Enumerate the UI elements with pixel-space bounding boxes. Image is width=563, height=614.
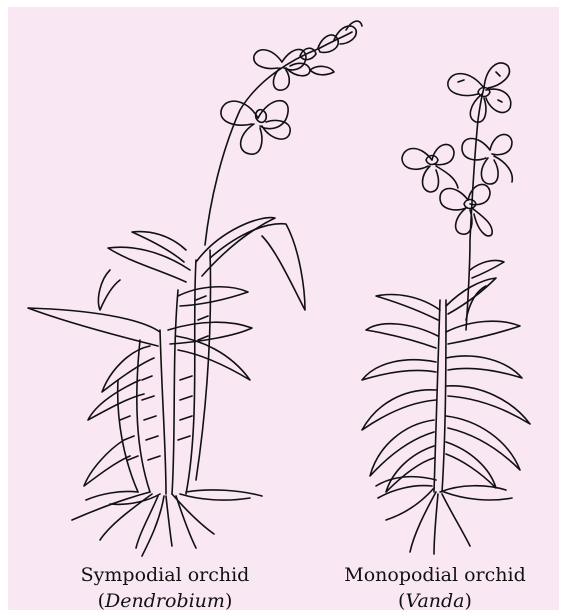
monopodial-name: Monopodial orchid (320, 562, 550, 588)
monopodial-genus-line: (Vanda) (320, 588, 550, 614)
sympodial-orchid-drawing (28, 21, 362, 556)
sympodial-caption: Sympodial orchid (Dendrobium) (40, 562, 290, 614)
monopodial-flower-bottom (440, 184, 492, 236)
monopodial-genus: Vanda (405, 590, 464, 612)
sympodial-leaves (28, 218, 305, 486)
monopodial-roots (376, 477, 512, 554)
monopodial-flower-left (402, 144, 458, 192)
sympodial-genus: Dendrobium (105, 590, 225, 612)
sympodial-flower-lower (221, 101, 290, 155)
sympodial-pseudobulbs (118, 250, 211, 494)
sympodial-roots (72, 490, 262, 556)
sympodial-name: Sympodial orchid (40, 562, 290, 588)
monopodial-main-stem (434, 300, 440, 492)
monopodial-flower-right (462, 134, 512, 184)
monopodial-orchid-drawing (362, 63, 530, 554)
monopodial-caption: Monopodial orchid (Vanda) (320, 562, 550, 614)
sympodial-genus-line: (Dendrobium) (40, 588, 290, 614)
